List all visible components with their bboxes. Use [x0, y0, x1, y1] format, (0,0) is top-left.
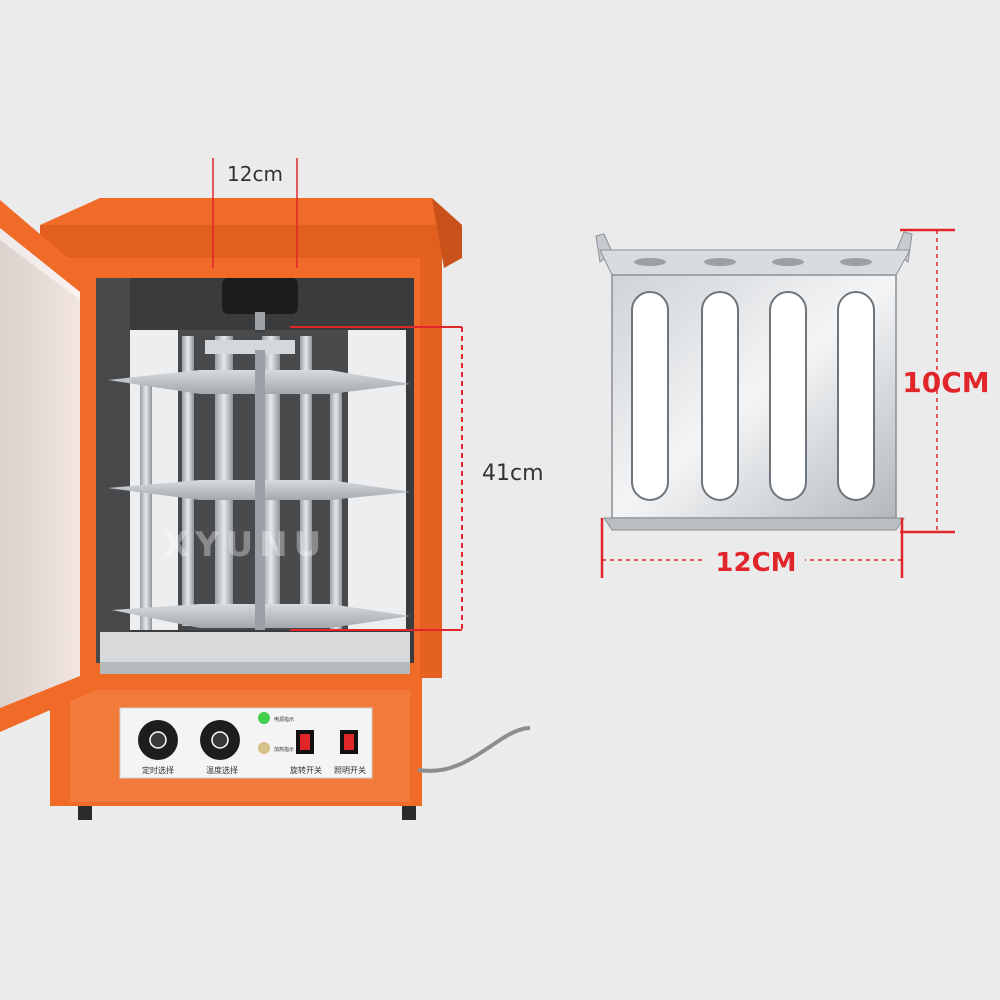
light-switch-label: 照明开关 — [334, 765, 366, 775]
rotate-switch[interactable] — [296, 730, 314, 754]
dimension-height: 41cm — [290, 326, 544, 631]
dimension-tray-width: 12CM — [600, 518, 904, 578]
dimension-top-width: 12cm — [212, 158, 298, 268]
watermark: XYUNU — [163, 525, 328, 565]
control-panel: 定时选择 温度选择 电源指示 加热指示 旋转开关 照明开关 — [119, 707, 373, 779]
motor — [222, 278, 298, 314]
tray-slot-4 — [837, 291, 875, 501]
light-switch[interactable] — [340, 730, 358, 754]
tray-slot-3 — [769, 291, 807, 501]
oven-foot-left — [78, 806, 92, 820]
oven-foot-right — [402, 806, 416, 820]
dimension-tray-height: 10CM — [900, 228, 990, 534]
tray-slot-1 — [631, 291, 669, 501]
height-label: 41cm — [482, 461, 544, 486]
tray-height-label: 10CM — [902, 366, 989, 399]
power-indicator-light — [258, 712, 270, 724]
temperature-knob[interactable] — [200, 720, 240, 760]
timer-knob-label: 定时选择 — [142, 765, 174, 775]
timer-knob[interactable] — [138, 720, 178, 760]
tray-slot-2 — [701, 291, 739, 501]
rotate-switch-label: 旋转开关 — [290, 765, 322, 775]
oven: 定时选择 温度选择 电源指示 加热指示 旋转开关 照明开关 XYUNU — [0, 198, 531, 820]
tray-width-label: 12CM — [715, 548, 796, 578]
oven-door — [0, 200, 96, 732]
top-width-label: 12cm — [227, 162, 283, 186]
power-cord — [417, 726, 531, 773]
heat-indicator-light — [258, 742, 270, 754]
steel-tray — [595, 231, 913, 531]
rotisserie-cage — [108, 330, 410, 630]
heat-indicator-label: 加热指示 — [274, 746, 294, 753]
temperature-knob-label: 温度选择 — [206, 765, 238, 775]
power-indicator-label: 电源指示 — [274, 716, 294, 723]
